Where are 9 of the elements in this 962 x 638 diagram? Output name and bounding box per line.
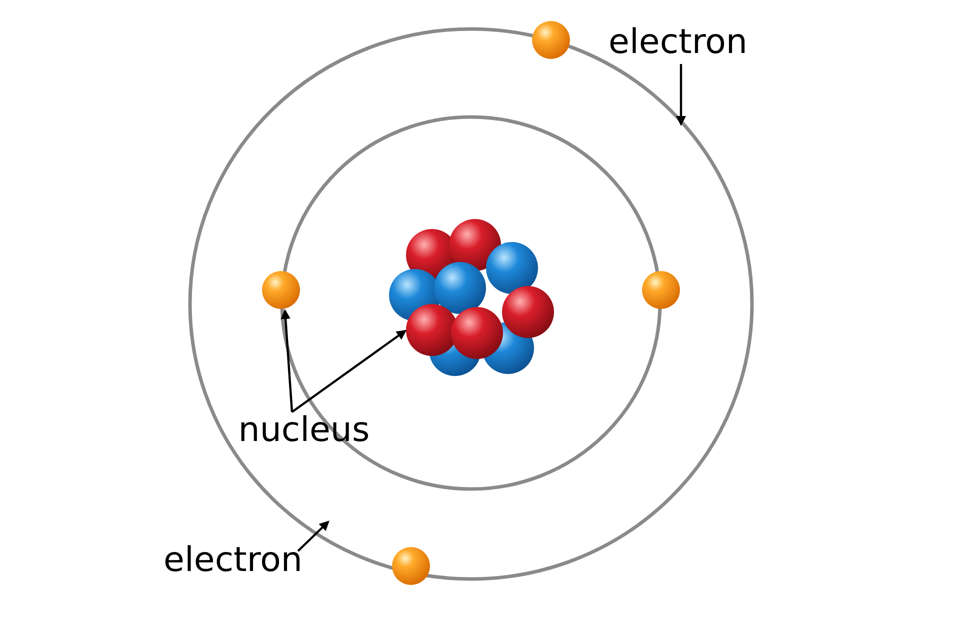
callout-label: electron xyxy=(158,540,308,580)
leader-arrow xyxy=(280,309,294,412)
electron-sphere xyxy=(391,546,431,586)
leader-arrow xyxy=(676,64,686,126)
electron-sphere xyxy=(531,20,571,60)
leader-arrow xyxy=(291,330,407,413)
leader-arrow xyxy=(297,520,330,552)
callout-label: nucleus xyxy=(234,410,374,450)
callout-label: electron xyxy=(598,22,758,62)
